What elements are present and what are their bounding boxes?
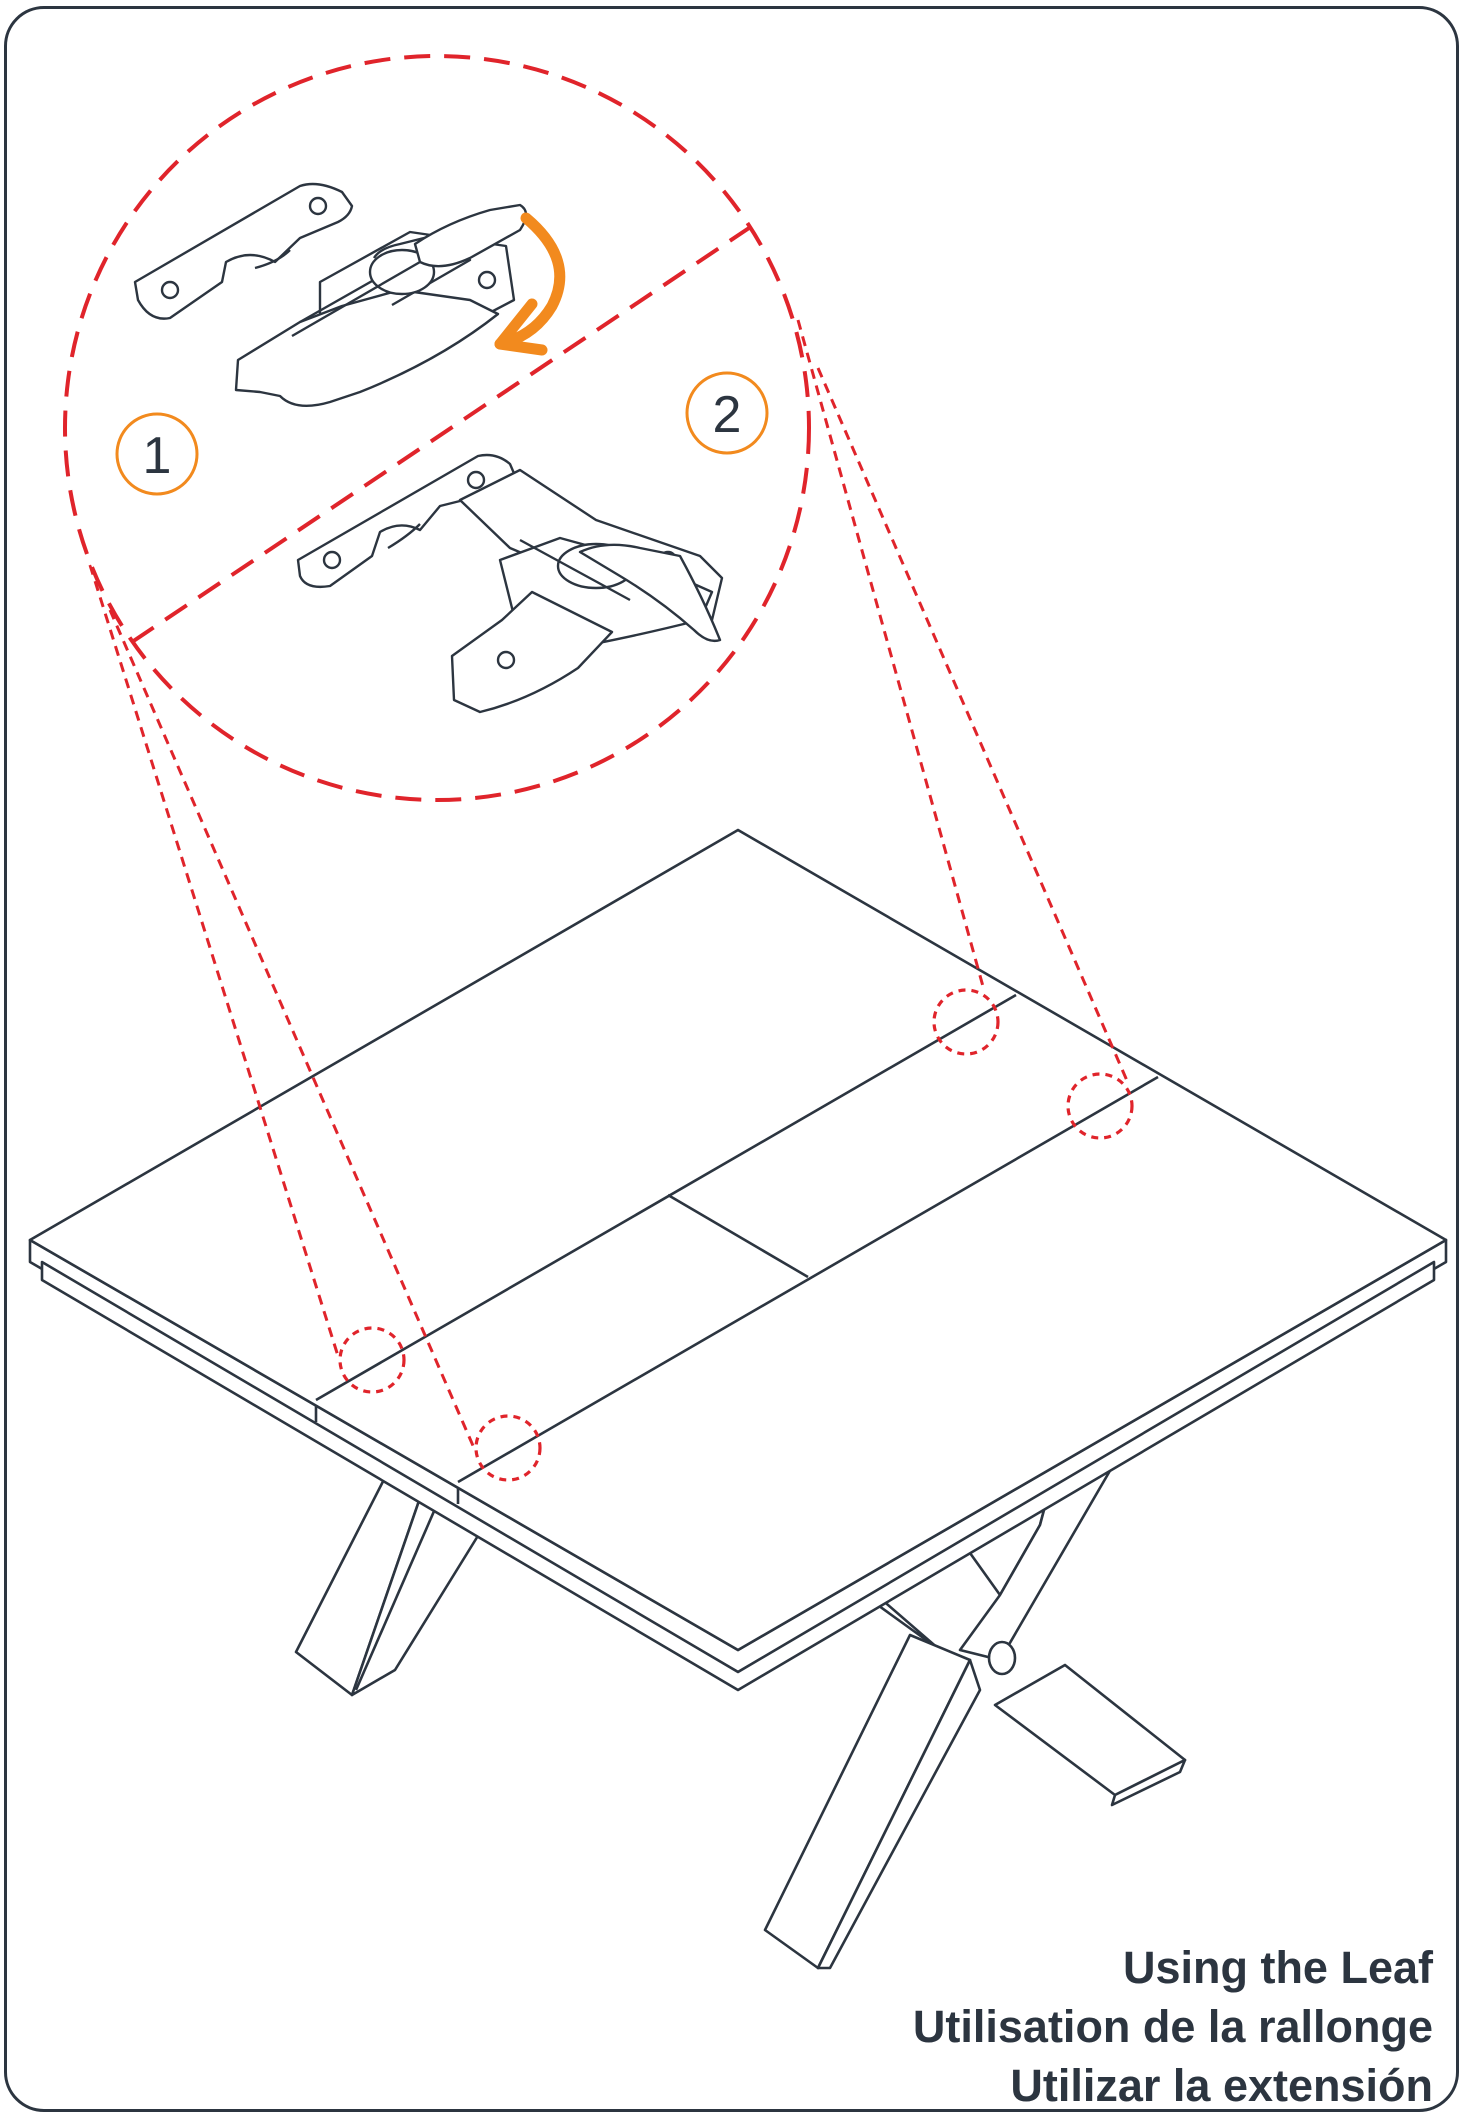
table-illustration xyxy=(28,828,1448,1970)
step-2-label: 2 xyxy=(713,386,742,444)
page-titles: Using the Leaf Utilisation de la rallong… xyxy=(913,1938,1433,2115)
page-frame xyxy=(4,6,1459,2112)
leaf-seam-left xyxy=(315,993,1017,1402)
latch-location-markers xyxy=(338,988,1134,1482)
title-french: Utilisation de la rallonge xyxy=(912,2001,1433,2052)
latch-closed xyxy=(296,453,724,714)
title-english: Using the Leaf xyxy=(1122,1942,1433,1993)
step-1-label: 1 xyxy=(143,427,172,485)
callout-connectors xyxy=(88,319,1130,1449)
title-spanish: Utilizar la extensión xyxy=(1010,2060,1433,2111)
step-marker-2: 2 xyxy=(685,371,769,455)
step-marker-1: 1 xyxy=(115,412,199,496)
tabletop xyxy=(28,828,1448,1652)
leaf-seam-right xyxy=(457,1075,1159,1484)
leaf-center-seam xyxy=(667,1193,809,1279)
x-leg xyxy=(763,1448,1187,1970)
latch-open xyxy=(133,182,528,408)
rotate-arrow-icon xyxy=(494,212,566,356)
leg-bolt-hole xyxy=(987,1640,1017,1676)
